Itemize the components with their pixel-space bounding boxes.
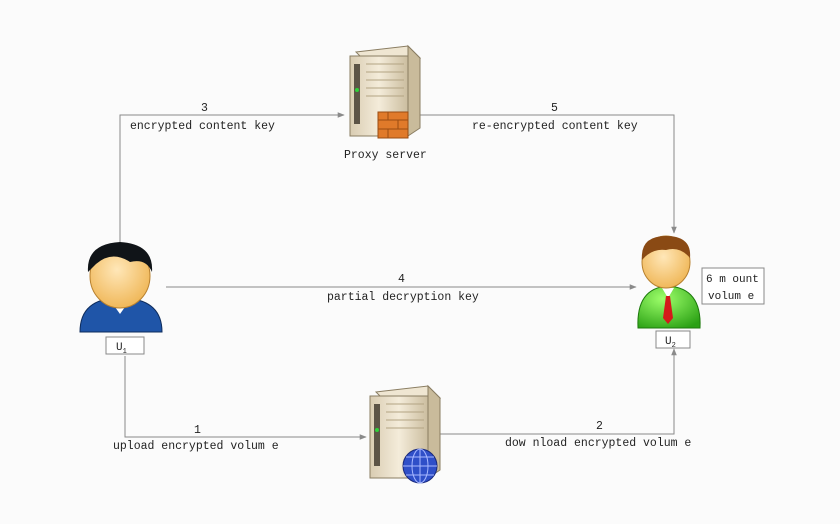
edge-1-number: 1 [194,424,201,437]
edge-5-number: 5 [551,102,558,115]
edge-1-line [124,356,367,440]
svg-text:U1: U1 [116,342,127,356]
edge-3-label: encrypted content key [130,120,275,133]
edge-3-line [119,112,345,242]
edge-2-number: 2 [596,420,603,433]
svg-text:6 m ount: 6 m ount [706,274,759,286]
user2-avatar-icon [637,235,701,329]
edge-5-label: re-encrypted content key [472,120,638,133]
proxy-server-label: Proxy server [344,149,427,162]
edge-1-label: upload encrypted volum e [113,440,279,453]
edge-4-label: partial decryption key [327,291,479,304]
user1-avatar-icon [79,242,163,333]
edge-4-number: 4 [398,273,405,286]
edge-2-label: dow nload encrypted volum e [505,437,691,450]
user1-label-box: U1 [105,336,145,356]
user2-label-box: U2 [655,330,691,350]
firewall-icon [377,111,409,139]
svg-text:volum e: volum e [708,291,754,303]
storage-server-icon [369,384,442,484]
mount-volume-note: 6 m ount volum e [701,267,765,305]
edge-2-line [440,348,677,435]
edge-5-line [420,114,677,234]
proxy-server-icon [349,44,422,139]
edge-3-number: 3 [201,102,208,115]
globe-icon [402,448,438,484]
svg-text:U2: U2 [665,336,676,350]
